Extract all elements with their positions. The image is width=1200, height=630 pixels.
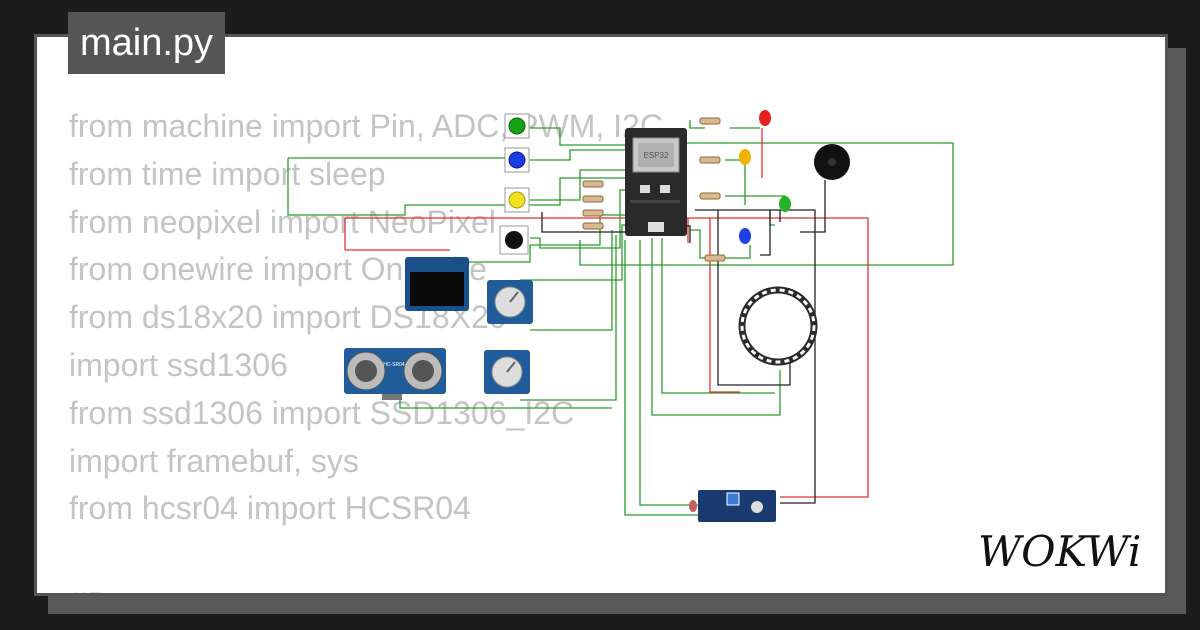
esp32-board[interactable]: ESP32: [625, 128, 687, 236]
potentiometer-1[interactable]: [487, 280, 533, 324]
circuit-diagram[interactable]: ESP32: [37, 37, 1165, 593]
led-green[interactable]: [779, 196, 791, 212]
resistors: [582, 117, 726, 262]
code-line: from time import sleep: [69, 155, 386, 192]
led-red[interactable]: [759, 110, 771, 126]
code-line: import framebuf, sys: [69, 442, 359, 479]
button-black[interactable]: [499, 225, 529, 255]
button-green[interactable]: [504, 113, 530, 139]
ldr-sensor-module[interactable]: [689, 490, 776, 522]
code-line: from ssd1306 import SSD1306_I2C: [69, 394, 575, 431]
code-line: #P: [69, 581, 663, 593]
led-blue[interactable]: [739, 228, 751, 244]
wokwi-logo: WOKWi: [978, 527, 1141, 576]
buzzer[interactable]: [814, 144, 850, 180]
button-blue[interactable]: [504, 147, 530, 173]
ultrasonic-sensor[interactable]: HC-SR04: [344, 348, 446, 400]
black-wires: [541, 180, 826, 504]
green-wires: [287, 120, 954, 516]
code-line: from hcsr04 import HCSR04: [69, 490, 471, 527]
wokwi-logo-text: WOKWi: [978, 527, 1141, 576]
neopixel-ring[interactable]: [738, 286, 818, 366]
file-name-tab[interactable]: main.py: [68, 12, 226, 74]
oled-display[interactable]: [405, 257, 469, 311]
code-line: import ssd1306: [69, 346, 288, 383]
button-yellow[interactable]: [504, 187, 530, 213]
potentiometer-2[interactable]: [484, 350, 530, 394]
led-yellow[interactable]: [739, 149, 751, 165]
esp32-label: ESP32: [644, 151, 669, 160]
red-wires: [344, 128, 869, 498]
code-line: from neopixel import NeoPixel: [69, 203, 496, 240]
ultrasonic-label: HC-SR04: [383, 362, 405, 368]
